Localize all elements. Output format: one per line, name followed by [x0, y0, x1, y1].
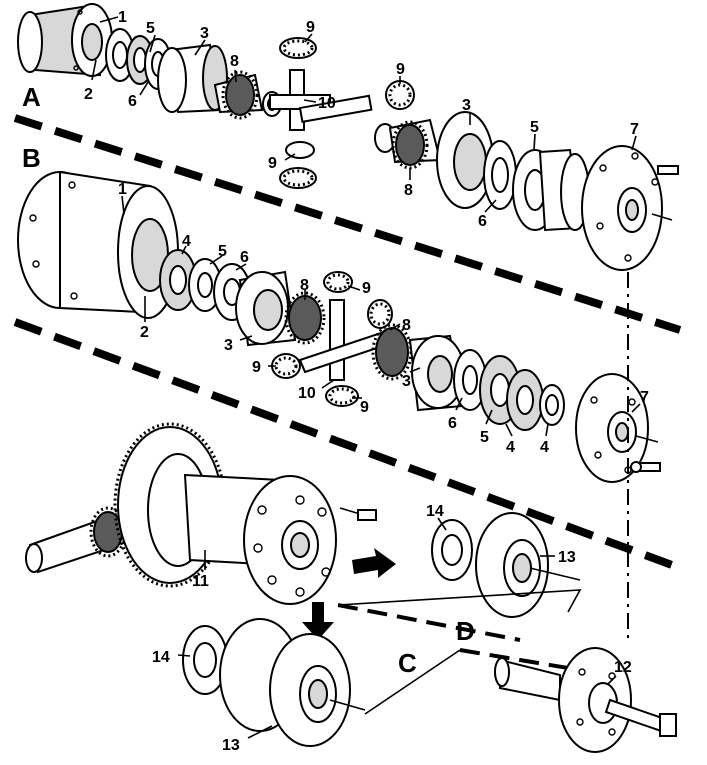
part-number: 9 — [360, 399, 369, 416]
housing-a — [17, 3, 113, 77]
diff-case-a-right — [436, 111, 590, 232]
axle-12 — [494, 647, 677, 753]
detail-borders — [337, 589, 582, 715]
section-b-label: B — [22, 143, 41, 173]
part-number: 1 — [118, 181, 127, 198]
detail-c — [182, 618, 366, 747]
part-number: 8 — [300, 277, 309, 294]
drive-shaft — [25, 506, 127, 574]
part-number: 9 — [252, 359, 261, 376]
assembly-b — [17, 170, 661, 483]
part-number: 4 — [182, 233, 191, 250]
part-number: 2 — [140, 324, 149, 341]
divider-a-b — [13, 114, 682, 334]
part-number: 6 — [448, 415, 457, 432]
assembly-a — [17, 3, 679, 271]
part-number: 3 — [402, 373, 411, 390]
part-number: 5 — [146, 20, 155, 37]
part-number: 1 — [118, 9, 127, 26]
part-number: 5 — [218, 243, 227, 260]
spider-cross-a — [269, 69, 373, 131]
part-number: 7 — [630, 121, 639, 138]
part-number: 4 — [540, 439, 549, 456]
flange-a — [581, 145, 679, 271]
side-gear-a-right — [374, 118, 442, 170]
part-number: 10 — [298, 385, 316, 402]
part-number: 9 — [396, 61, 405, 78]
diff-case-b-left — [235, 270, 297, 347]
part-number: 8 — [230, 53, 239, 70]
part-number: 6 — [240, 249, 249, 266]
section-d-label: D — [456, 616, 475, 646]
part-number: 14 — [426, 503, 444, 520]
arrow-down-icon — [302, 602, 334, 640]
spider-cross-b — [271, 271, 397, 407]
part-number: 11 — [192, 573, 209, 590]
part-number: 6 — [128, 93, 137, 110]
part-number: 2 — [84, 86, 93, 103]
carrier-11 — [183, 473, 377, 605]
part-numbers: 1 2 5 3 8 6 9 9 10 9 3 5 7 8 6 1 4 5 6 2… — [84, 9, 649, 754]
part-number: 14 — [152, 649, 170, 666]
part-number: 4 — [506, 439, 515, 456]
pinions-a — [279, 37, 415, 189]
part-number: 13 — [222, 737, 240, 754]
part-number: 6 — [478, 213, 487, 230]
assembly-c-d — [25, 272, 677, 753]
part-number: 9 — [362, 280, 371, 297]
part-number: 10 — [318, 95, 336, 112]
part-number: 5 — [530, 119, 539, 136]
part-number: 8 — [402, 317, 411, 334]
part-number: 7 — [640, 389, 649, 406]
part-number: 5 — [480, 429, 489, 446]
part-number: 9 — [306, 19, 315, 36]
diff-case-b-right — [408, 334, 565, 431]
part-number: 12 — [614, 659, 632, 676]
part-number: 3 — [462, 97, 471, 114]
part-number: 3 — [200, 25, 209, 42]
part-number: 9 — [268, 155, 277, 172]
side-gear-b-left — [284, 291, 326, 345]
divider-b-c — [13, 318, 682, 572]
part-number: 3 — [224, 337, 233, 354]
part-number: 13 — [558, 549, 576, 566]
diff-case-a — [157, 43, 228, 114]
section-a-label: A — [22, 82, 41, 112]
direction-arrows — [302, 548, 396, 640]
leader-lines — [91, 16, 641, 739]
arrow-right-icon — [352, 548, 396, 578]
housing-b — [17, 170, 179, 319]
part-number: 8 — [404, 182, 413, 199]
detail-d — [431, 512, 581, 618]
flange-b — [575, 373, 661, 483]
section-c-label: C — [398, 648, 417, 678]
